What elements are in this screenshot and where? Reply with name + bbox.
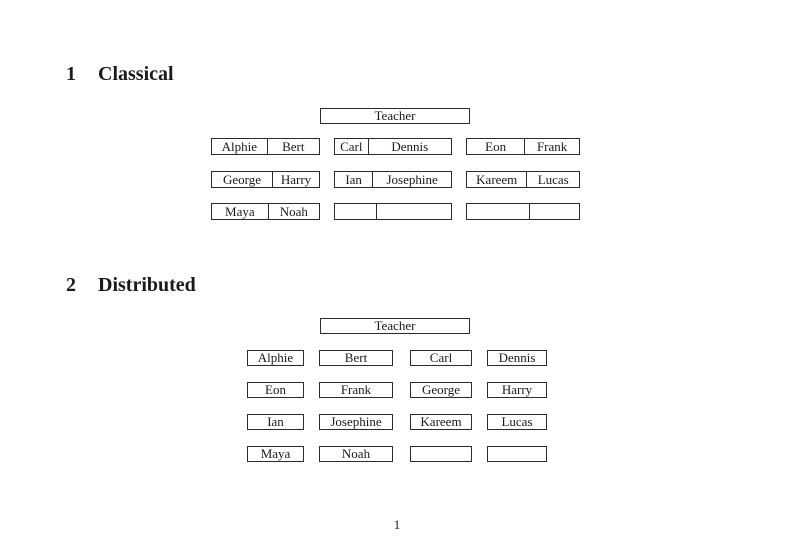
desk-single: Lucas [487,414,547,430]
desk-single: Dennis [487,350,547,366]
section-1-number: 1 [66,63,76,85]
desk-single: Harry [487,382,547,398]
desk-single: Noah [319,446,393,462]
seat-cell: Ian [335,172,374,187]
desk-pair: George Harry [211,171,320,188]
desk-pair-empty [466,203,580,220]
desk-pair: Alphie Bert [211,138,320,155]
seat-cell: Harry [280,172,312,187]
desk-pair: Ian Josephine [334,171,452,188]
seat-cell [467,204,530,219]
desk-pair: Kareem Lucas [466,171,580,188]
seat-cell [335,204,377,219]
desk-single: Alphie [247,350,304,366]
desk-single-empty [487,446,547,462]
page-number: 1 [393,517,401,532]
desk-single: Eon [247,382,304,398]
seat-cell: Carl [335,139,369,154]
section-1-title: Classical [98,63,174,85]
seat-cell [530,204,579,219]
section-2-title: Distributed [98,274,196,296]
seat-cell: Bert [282,139,305,154]
seat-cell: Frank [536,139,568,154]
desk-pair: Maya Noah [211,203,320,220]
seat-cell: Josephine [386,172,438,187]
seat-cell: Kareem [467,172,528,187]
desk-single: Maya [247,446,304,462]
desk-single: George [410,382,472,398]
seat-cell: Dennis [391,139,429,154]
desk-single: Carl [410,350,472,366]
seat-cell: Lucas [537,172,569,187]
desk-single: Bert [319,350,393,366]
section-1-heading: 1 Classical [66,62,174,86]
desk-single: Kareem [410,414,472,430]
seat-cell: Maya [212,204,269,219]
seat-cell: George [212,172,273,187]
desk-pair: Carl Dennis [334,138,452,155]
section-2-heading: 2 Distributed [66,273,196,297]
seat-cell [377,204,451,219]
seat-cell: Eon [467,139,526,154]
teacher-box-classical: Teacher [320,108,470,124]
desk-single: Josephine [319,414,393,430]
seat-cell: Noah [279,204,308,219]
seat-cell: Alphie [212,139,268,154]
section-2-number: 2 [66,274,76,296]
desk-single: Ian [247,414,304,430]
desk-pair-empty [334,203,452,220]
desk-pair: Eon Frank [466,138,580,155]
desk-single: Frank [319,382,393,398]
teacher-box-distributed: Teacher [320,318,470,334]
desk-single-empty [410,446,472,462]
